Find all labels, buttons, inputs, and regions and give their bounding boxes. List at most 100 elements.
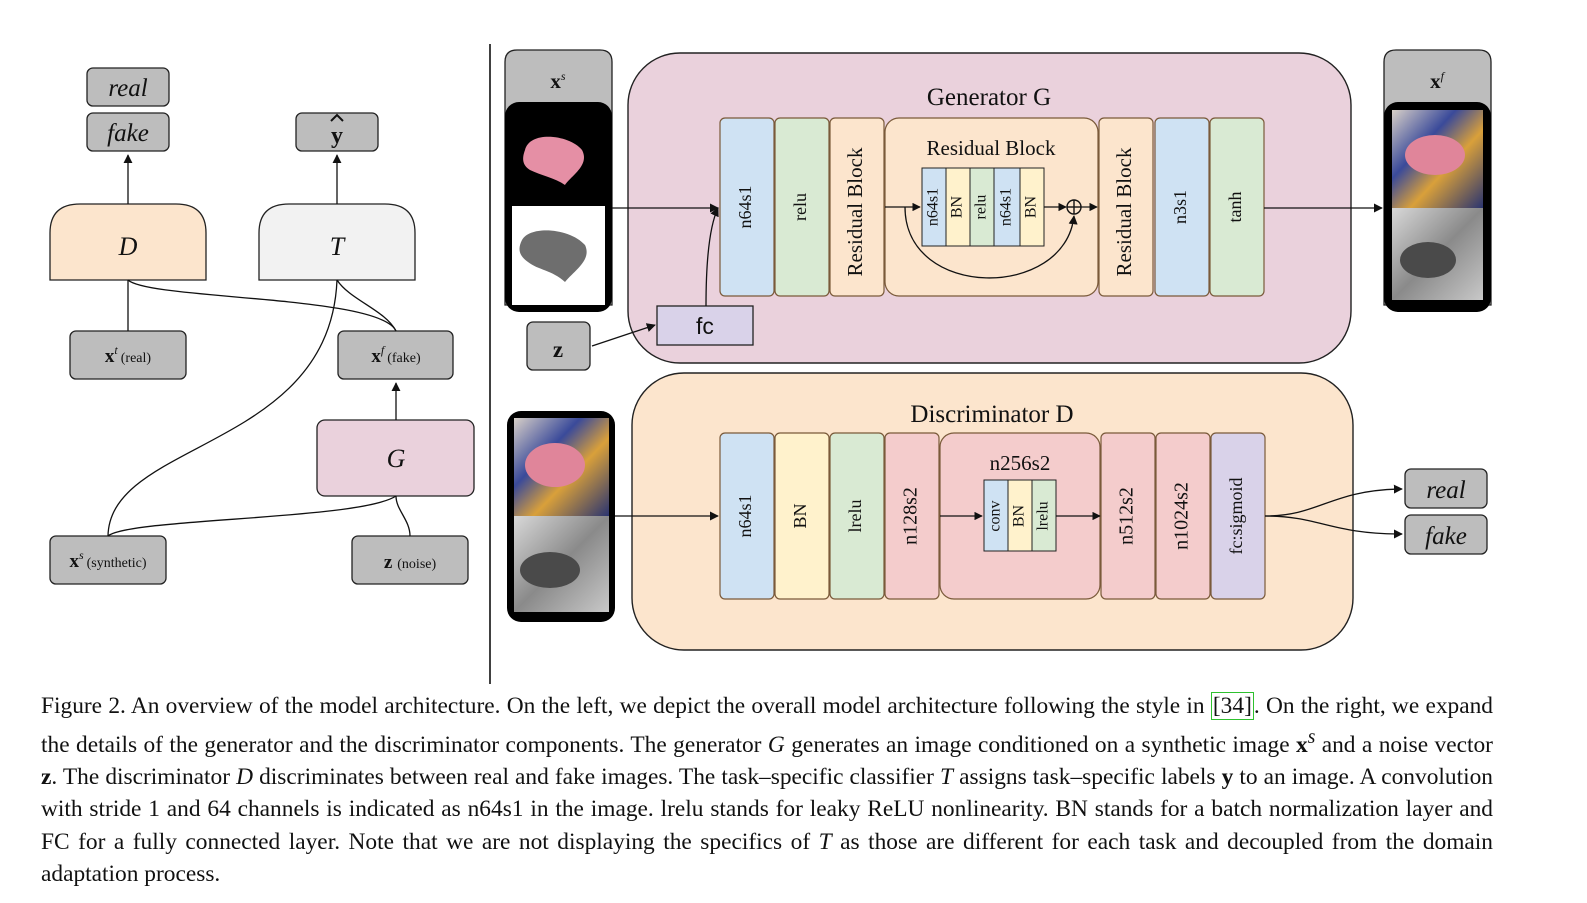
xt-symbol: x — [105, 346, 115, 367]
svg-text:Residual Block: Residual Block — [1112, 147, 1136, 276]
svg-text:n1024s2: n1024s2 — [1171, 482, 1193, 550]
xt-label: (real) — [121, 351, 152, 366]
generator-layer-n64s1: n64s1 — [719, 117, 775, 297]
generator-output-image: xf — [1383, 49, 1492, 312]
depth-object-icon — [519, 230, 587, 282]
add-icon — [1066, 199, 1082, 215]
generator-residual-block-detail: Residual Block n64s1 BN relu n64s1 BN — [884, 117, 1099, 297]
discriminator-layer-fc-sigmoid: fc:sigmoid — [1210, 432, 1266, 600]
left-t-label: T — [330, 232, 346, 261]
gen-output-superscript: f — [1441, 69, 1446, 83]
discriminator-panel: Discriminator D n64s1 BN lrelu n128s2 — [507, 372, 1488, 651]
left-z-node: z (noise) — [351, 535, 469, 585]
res-layer-bn-b: BN — [1019, 167, 1045, 247]
generator-layer-n3s1: n3s1 — [1154, 117, 1210, 297]
discriminator-title: Discriminator D — [910, 401, 1073, 428]
left-fake-label: fake — [107, 120, 149, 147]
generator-fc-block: fc — [656, 305, 754, 346]
left-g-label: G — [387, 444, 406, 473]
z-label: (noise) — [397, 557, 436, 572]
discriminator-real-output: real — [1404, 468, 1488, 509]
generator-layer-relu: relu — [774, 117, 830, 297]
left-xf-node: xf(fake) — [337, 330, 454, 380]
svg-text:n64s1: n64s1 — [998, 188, 1015, 226]
xs-label: (synthetic) — [87, 556, 147, 571]
svg-text:relu: relu — [973, 195, 990, 220]
left-overview: real fake y D T xt(real) — [49, 67, 475, 585]
svg-text:BN: BN — [790, 503, 810, 528]
gen-output-symbol: x — [1430, 69, 1441, 93]
res-block-title: Residual Block — [927, 136, 1056, 160]
generator-layer-tanh: tanh — [1209, 117, 1265, 297]
z-symbol: z — [384, 552, 393, 573]
xt-superscript: t — [114, 343, 118, 357]
svg-text:z(noise): z (noise) — [384, 552, 437, 573]
generator-title: Generator G — [927, 84, 1051, 111]
left-classifier-node: T — [258, 203, 416, 281]
rendered-object-icon — [523, 136, 585, 185]
left-xt-node: xt(real) — [69, 330, 187, 380]
svg-text:conv: conv — [987, 500, 1004, 531]
generator-input-image: xs — [504, 49, 613, 312]
svg-text:n64s1: n64s1 — [735, 185, 755, 228]
res-layer-n64s1-a: n64s1 — [921, 167, 947, 247]
discriminator-layer-n128s2: n128s2 — [884, 432, 940, 600]
generator-panel: Generator G xs z fc n64s1 — [504, 49, 1492, 371]
svg-text:lrelu: lrelu — [845, 500, 865, 533]
svg-text:xf: xf — [1430, 69, 1446, 93]
discriminator-layer-n64s1: n64s1 — [719, 432, 775, 600]
gen-input-symbol: x — [550, 69, 561, 93]
discriminator-fake-output: fake — [1404, 514, 1488, 555]
figure-caption: Figure 2. An overview of the model archi… — [41, 692, 1493, 887]
inner-layer-bn: BN — [1007, 479, 1033, 552]
svg-text:fc:sigmoid: fc:sigmoid — [1226, 478, 1246, 555]
res-layer-bn-a: BN — [945, 167, 971, 247]
generator-z-node: z — [526, 321, 591, 371]
discriminator-layer-lrelu: lrelu — [829, 432, 885, 600]
xf-superscript: f — [381, 343, 386, 357]
fc-label: fc — [696, 313, 714, 339]
citation-link[interactable]: [34] — [1210, 692, 1254, 720]
svg-text:n64s1: n64s1 — [925, 188, 942, 226]
xf-label: (fake) — [387, 351, 421, 366]
res-layer-relu: relu — [969, 167, 995, 247]
discriminator-layer-bn: BN — [774, 432, 830, 600]
hat-icon — [330, 113, 344, 122]
svg-text:n3s1: n3s1 — [1170, 190, 1190, 224]
svg-text:xf(fake): xf(fake) — [371, 343, 421, 367]
left-discriminator-node: D — [49, 203, 207, 281]
disc-fake-label: fake — [1425, 523, 1467, 550]
svg-text:xs: xs — [550, 69, 566, 93]
svg-text:n512s2: n512s2 — [1116, 487, 1138, 545]
svg-text:Residual Block: Residual Block — [843, 147, 867, 276]
discriminator-layer-n512s2: n512s2 — [1100, 432, 1156, 600]
discriminator-n256s2-detail: n256s2 conv BN lrelu — [939, 432, 1101, 600]
left-real-label: real — [108, 75, 147, 102]
generator-layer-residual-block-2: Residual Block — [1098, 117, 1154, 297]
svg-text:xt(real): xt(real) — [105, 343, 151, 367]
svg-text:BN: BN — [1011, 504, 1028, 527]
xs-superscript: s — [79, 548, 84, 562]
left-real-output: real — [86, 67, 170, 107]
res-layer-n64s1-b: n64s1 — [993, 167, 1021, 247]
svg-text:n128s2: n128s2 — [900, 487, 922, 545]
inner-layer-lrelu: lrelu — [1031, 479, 1057, 552]
svg-text:BN: BN — [949, 195, 966, 218]
skip-connection — [904, 206, 1078, 279]
discriminator-input-image — [507, 411, 615, 622]
left-d-label: D — [118, 232, 138, 261]
svg-text:relu: relu — [790, 193, 810, 221]
gen-z-label: z — [553, 337, 563, 362]
xs-symbol: x — [69, 551, 79, 572]
generator-layer-residual-block-1: Residual Block — [829, 117, 885, 297]
n256s2-title: n256s2 — [990, 451, 1051, 475]
left-xs-node: xs(synthetic) — [49, 535, 167, 585]
svg-text:lrelu: lrelu — [1035, 501, 1052, 530]
left-yhat-output: y — [295, 112, 379, 152]
svg-text:xs(synthetic): xs(synthetic) — [69, 548, 146, 572]
disc-real-label: real — [1426, 477, 1465, 504]
svg-text:tanh: tanh — [1225, 192, 1245, 223]
svg-text:BN: BN — [1023, 195, 1040, 218]
left-fake-output: fake — [86, 112, 170, 152]
left-yhat-label: y — [331, 123, 343, 149]
